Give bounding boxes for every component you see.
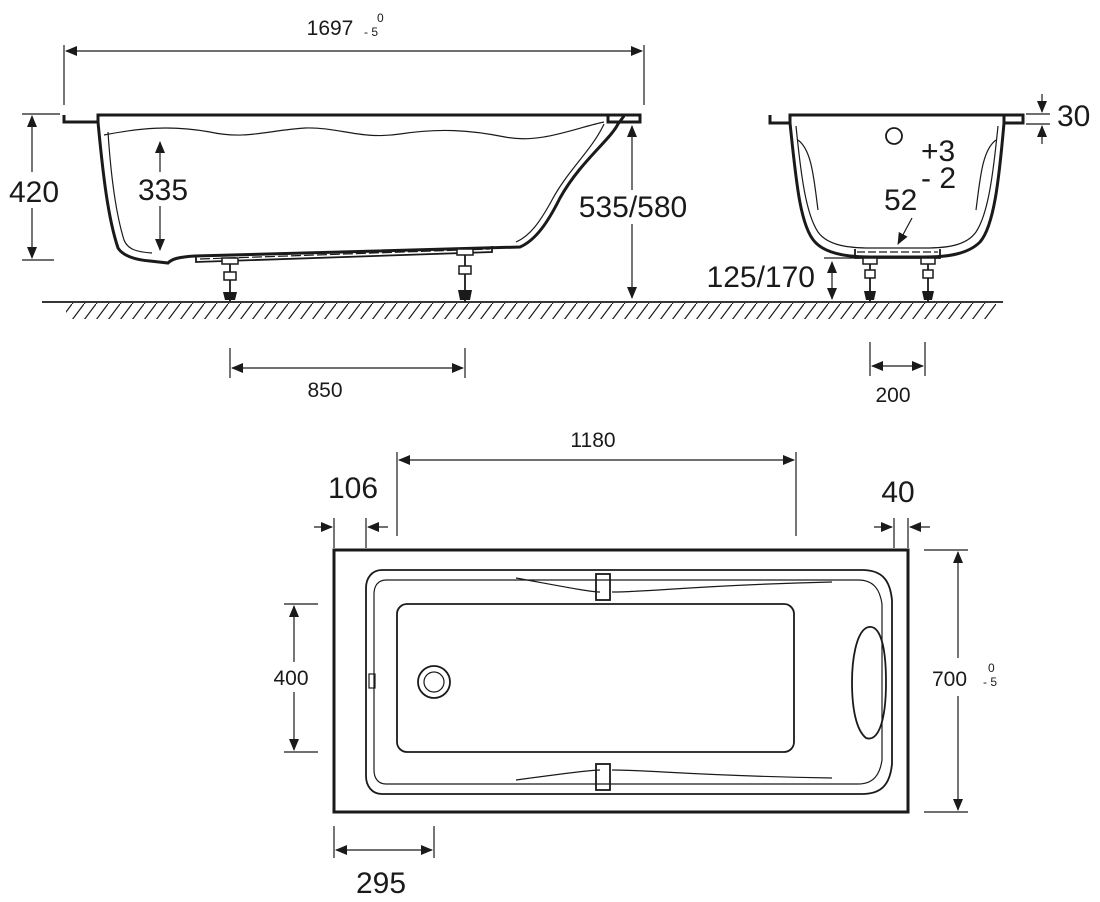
length-tol-lower: - 5	[364, 25, 378, 39]
slope-leader	[897, 217, 913, 245]
right-rim-value: 40	[881, 476, 914, 509]
end-view: 30 +3 - 2 52 125/170 200	[707, 94, 1090, 407]
end-inner-wall	[795, 125, 999, 249]
end-bottom-frame	[854, 249, 941, 259]
overflow-hole	[885, 127, 903, 145]
top-contour-upper	[515, 577, 833, 593]
slope-value: 52	[884, 184, 917, 217]
drain-inner	[423, 671, 445, 693]
side-leg-right	[456, 248, 474, 302]
slope-tol-lower: - 2	[921, 162, 956, 195]
end-rim	[768, 113, 1025, 125]
floor-hatching	[66, 303, 996, 319]
handle-bottom-icon	[595, 763, 611, 791]
top-outer-rim	[332, 548, 910, 814]
end-armrest-lines	[797, 139, 997, 211]
side-inner-wall-left	[107, 131, 153, 254]
width-tol-lower: - 5	[983, 675, 997, 689]
end-leg-right	[920, 257, 936, 302]
total-height-value: 420	[9, 176, 59, 209]
left-rim-value: 106	[328, 472, 378, 505]
drain-offset-value: 295	[356, 867, 406, 900]
side-leg-left	[221, 257, 239, 302]
side-rim	[62, 113, 642, 124]
top-bottom-area	[396, 603, 795, 753]
side-view: 1697 0 - 5 420 335 535/580 850	[2, 11, 1003, 402]
end-leg-spacing-value: 200	[875, 384, 910, 407]
slope-tol-upper: +3	[921, 135, 955, 168]
side-inner-edge	[103, 121, 605, 140]
side-bottom-frame	[199, 248, 491, 260]
top-bowl-inner-edge	[373, 579, 883, 785]
side-inner-wall-right	[515, 123, 605, 243]
width-tol-upper: 0	[988, 661, 995, 675]
side-bottom-skid	[195, 246, 493, 263]
total-length-value: 1697	[307, 17, 354, 40]
leg-height-value: 125/170	[707, 261, 815, 294]
handle-top-icon	[595, 573, 611, 601]
top-overflow	[368, 673, 376, 689]
top-contour-lower	[515, 769, 833, 781]
inner-depth-value: 335	[138, 174, 188, 207]
leg-spacing-value: 850	[307, 379, 342, 402]
inner-length-value: 1180	[570, 429, 615, 452]
total-width-value: 700	[932, 668, 967, 691]
bottom-width-value: 400	[273, 667, 308, 690]
height-with-legs-value: 535/580	[579, 191, 687, 224]
end-leg-left	[862, 257, 878, 302]
top-bowl-outer-edge	[365, 569, 893, 795]
side-body-outline	[96, 115, 626, 265]
headrest	[851, 626, 887, 740]
length-tol-upper: 0	[377, 11, 384, 25]
drain-outer	[417, 665, 451, 699]
rim-thickness-value: 30	[1057, 100, 1090, 133]
top-view: 1180 106 40 400 700 0 - 5 295	[266, 429, 1000, 900]
end-body-outline	[788, 122, 1006, 259]
